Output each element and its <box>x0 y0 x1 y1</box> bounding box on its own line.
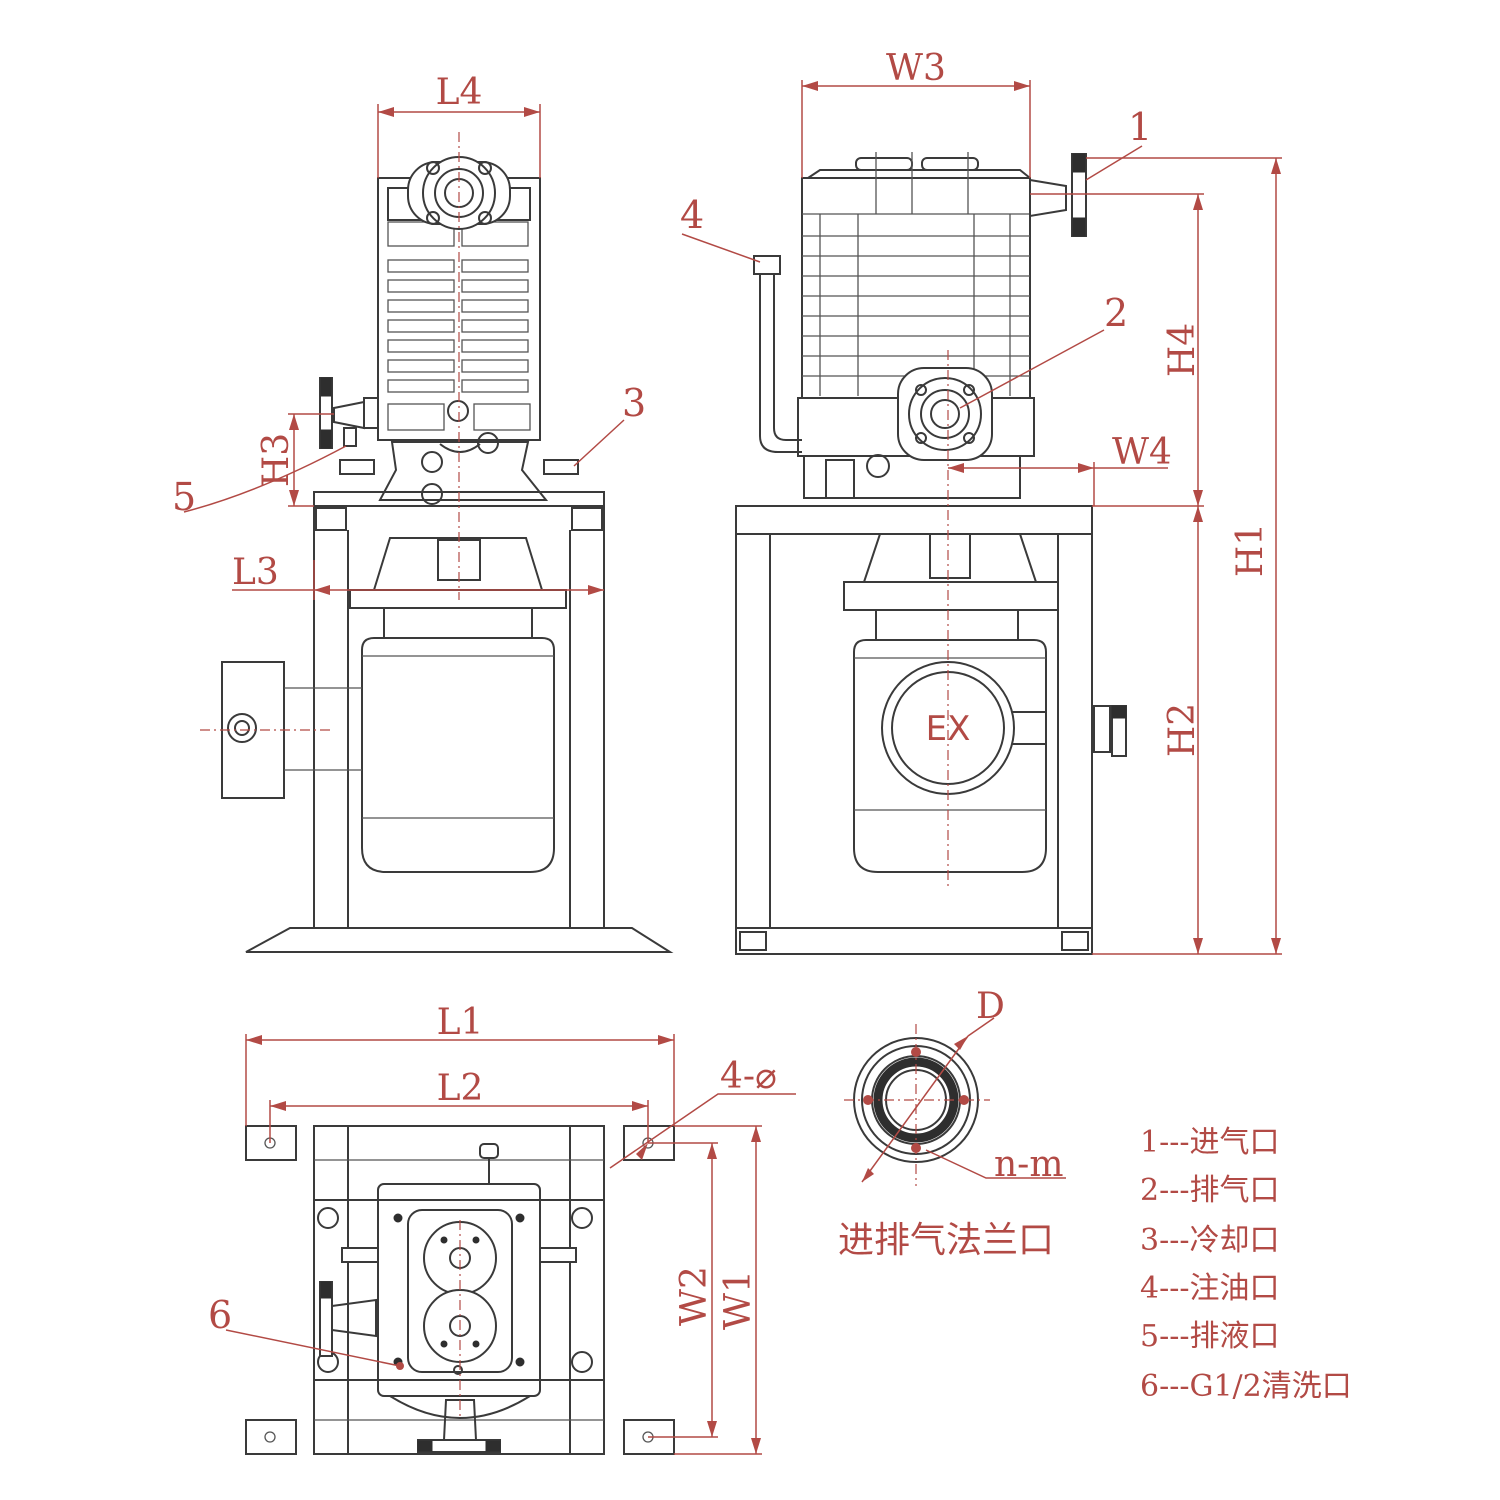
dim-h3: H3 <box>256 433 297 487</box>
side-inlet-valve <box>1029 153 1087 237</box>
legend-item-5: 5---排液口 <box>1140 1319 1280 1354</box>
dim-holes: 4-⌀ <box>720 1056 777 1097</box>
dim-l4: L4 <box>436 72 483 113</box>
front-drain-valve <box>319 377 379 449</box>
callout-4: 4 <box>680 193 704 237</box>
side-view: EX <box>735 152 1127 955</box>
legend-item-3: 3---冷却口 <box>1140 1223 1280 1258</box>
side-oil-filler <box>753 255 802 453</box>
side-frame-valve <box>1093 705 1127 757</box>
legend-item-1: 1---进气口 <box>1140 1125 1280 1160</box>
front-base-plate <box>245 927 674 953</box>
flange-dim-nm: n-m <box>994 1144 1064 1185</box>
callout-6: 6 <box>208 1293 232 1337</box>
side-pump-housing <box>801 177 1031 399</box>
dim-h1: H1 <box>1230 523 1271 577</box>
side-motor: EX <box>853 639 1047 873</box>
top-view <box>245 1125 675 1455</box>
dim-h2: H2 <box>1162 703 1203 757</box>
dim-w1: W1 <box>718 1270 759 1330</box>
legend-item-4: 4---注油口 <box>1140 1271 1280 1306</box>
callouts: 1 2 3 4 5 6 <box>172 105 1152 1370</box>
flange-detail: D n-m 进排气法兰口 <box>838 986 1066 1261</box>
front-motor <box>361 607 555 873</box>
dim-h4: H4 <box>1162 323 1203 377</box>
dim-w4: W4 <box>1112 432 1172 473</box>
legend-item-6: 6---G1/2清洗口 <box>1140 1369 1352 1404</box>
callout-5: 5 <box>172 475 196 519</box>
side-cooling-fins <box>802 213 1030 396</box>
dim-l3: L3 <box>232 552 279 593</box>
side-exhaust-flange <box>897 367 993 461</box>
side-frame <box>735 505 1093 955</box>
dim-l2: L2 <box>437 1068 484 1109</box>
legend-item-2: 2---排气口 <box>1140 1173 1280 1208</box>
flange-caption: 进排气法兰口 <box>838 1220 1054 1261</box>
dimension-lines: L4 W3 H1 H4 H2 W4 H3 <box>232 48 1282 1455</box>
callout-3: 3 <box>622 381 646 425</box>
flange-dim-d: D <box>976 986 1005 1027</box>
dim-w2: W2 <box>674 1266 715 1326</box>
front-cooling-fins <box>387 221 531 431</box>
dim-w3: W3 <box>886 48 946 89</box>
callout-1: 1 <box>1128 105 1152 149</box>
front-cooling-port <box>543 459 579 475</box>
callout-2: 2 <box>1104 291 1128 335</box>
front-view <box>200 132 674 953</box>
port-legend: 1---进气口 2---排气口 3---冷却口 4---注油口 5---排液口 … <box>1140 1125 1352 1404</box>
dim-l1: L1 <box>437 1002 484 1043</box>
